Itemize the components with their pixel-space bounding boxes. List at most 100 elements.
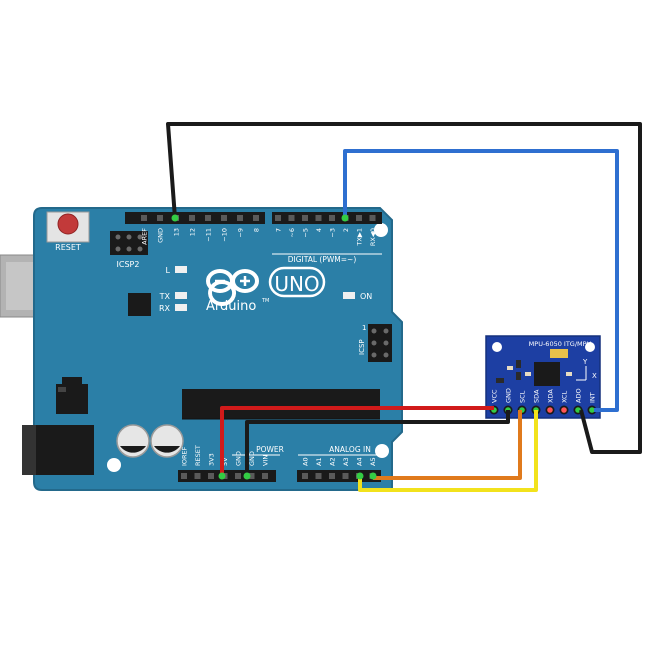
- led-on-label: ON: [360, 292, 372, 301]
- digital-header-pin: [275, 215, 281, 221]
- atmega-chip: [182, 389, 380, 419]
- sensor-pin: [589, 407, 595, 413]
- axis-y-label: Y: [582, 358, 588, 366]
- capacitor-2: [150, 424, 184, 458]
- smd-cap: [566, 372, 572, 376]
- digital-header-pin: [302, 215, 308, 221]
- wire-black-gnd: [245, 410, 510, 476]
- power-header-pin: [248, 473, 255, 479]
- digital-header-pin-label: RX◀0: [369, 228, 377, 246]
- power-header-pin-label: GND: [248, 451, 256, 466]
- digital-header-pin: [315, 215, 322, 221]
- digital-header-pin-label: ~5: [302, 228, 310, 238]
- wire-end-gnd-top: [171, 214, 179, 222]
- header-pin: [383, 328, 389, 334]
- smd-cap: [507, 366, 513, 370]
- top-header-pin: [205, 215, 211, 221]
- sensor-pin-label: SCL: [519, 390, 527, 403]
- digital-header-pin: [369, 215, 376, 221]
- wire-orange-scl: [373, 410, 522, 480]
- power-header-pin-label: IOREF: [181, 446, 189, 466]
- digital-header-pin: [288, 215, 295, 221]
- analog-header-pin-label: A0: [302, 457, 310, 466]
- top-header-pin: [253, 215, 259, 221]
- top-header-pin-label: 8: [253, 228, 261, 232]
- led-tx: [175, 292, 187, 299]
- uno-text: UNO: [274, 272, 319, 296]
- brand-tm: TM: [261, 298, 269, 304]
- sensor-pin-label: GND: [505, 388, 513, 403]
- digital-header-pin-label: ~6: [288, 228, 296, 238]
- power-header-pin: [194, 473, 201, 479]
- sensor-led: [550, 349, 568, 358]
- mounting-hole: [374, 223, 388, 237]
- digital-header-pin-label: 2: [342, 228, 350, 232]
- analog-header-pin-label: A5: [369, 457, 377, 466]
- top-header-pin-label: 13: [173, 228, 181, 236]
- power-label: POWER: [256, 445, 284, 454]
- analog-header-pin-label: A4: [356, 457, 364, 466]
- led-l-label: L: [166, 266, 171, 275]
- led-rx: [175, 304, 187, 311]
- led-rx-label: RX: [159, 304, 171, 313]
- regulator-pin: [58, 387, 66, 392]
- sensor-pin-label: VCC: [491, 389, 499, 403]
- power-header-pin: [262, 473, 268, 479]
- mounting-hole: [107, 458, 121, 472]
- top-header-pin: [141, 215, 147, 221]
- wire-yellow-sda: [358, 410, 538, 492]
- sensor-pin-label: SDA: [533, 389, 541, 403]
- dc-jack-front: [22, 425, 36, 475]
- digital-label: DIGITAL (PWM=~): [288, 255, 357, 264]
- header-pin: [383, 340, 389, 346]
- wire-end-5v: [218, 472, 226, 480]
- smd-cap: [525, 372, 531, 376]
- icsp-label: ICSP: [358, 339, 366, 355]
- digital-header-pin-label: 4: [315, 228, 323, 232]
- top-header-pin-label: AREF: [141, 228, 149, 245]
- top-header-pin-label: ~11: [205, 228, 213, 242]
- header-body: [272, 212, 382, 224]
- header-body: [297, 470, 381, 482]
- analog-header-pin: [342, 473, 349, 479]
- power-header-pin-label: GND: [235, 451, 243, 466]
- top-header-pin-label: GND: [157, 228, 165, 243]
- digital-header-pin: [329, 215, 335, 221]
- led-l: [175, 266, 187, 273]
- reset-button[interactable]: RESET: [46, 211, 90, 252]
- header-pin: [371, 328, 377, 334]
- mpu-chip: [534, 362, 560, 386]
- led-on: [343, 292, 355, 299]
- smd-resistor: [496, 378, 504, 383]
- sensor-pin-label: INT: [589, 392, 597, 403]
- power-header-pin-label: 3V3: [208, 453, 216, 466]
- sensor-pin-label: XCL: [561, 390, 569, 403]
- mounting-hole: [375, 444, 389, 458]
- wire-end-d2: [341, 214, 349, 222]
- voltage-regulator: [56, 377, 88, 414]
- top-header-pin-label: ~10: [221, 228, 229, 242]
- sensor-pin: [561, 407, 567, 413]
- analog-label: ANALOG IN: [329, 445, 371, 454]
- analog-header-pin-label: A2: [329, 457, 337, 466]
- top-header-pin-label: 12: [189, 228, 197, 236]
- digital-header-pin: [356, 215, 362, 221]
- axis-x-label: X: [592, 372, 597, 380]
- icsp-header: 1 ICSP: [358, 324, 392, 362]
- power-header-pin: [181, 473, 187, 479]
- top-header-pin-label: ~9: [237, 228, 245, 238]
- axis-marker: Y X: [576, 358, 597, 381]
- uno-badge: [268, 266, 326, 298]
- top-header-pin: [157, 215, 163, 221]
- analog-header-pin-label: A3: [342, 457, 350, 466]
- logo-infinity-right-ring: [231, 269, 259, 293]
- wire-black-gnd-ado: [166, 122, 642, 454]
- header-pin: [126, 246, 132, 252]
- power-header-pin-label: RESET: [194, 445, 202, 466]
- smd-resistor: [516, 360, 521, 368]
- reset-label: RESET: [55, 243, 81, 252]
